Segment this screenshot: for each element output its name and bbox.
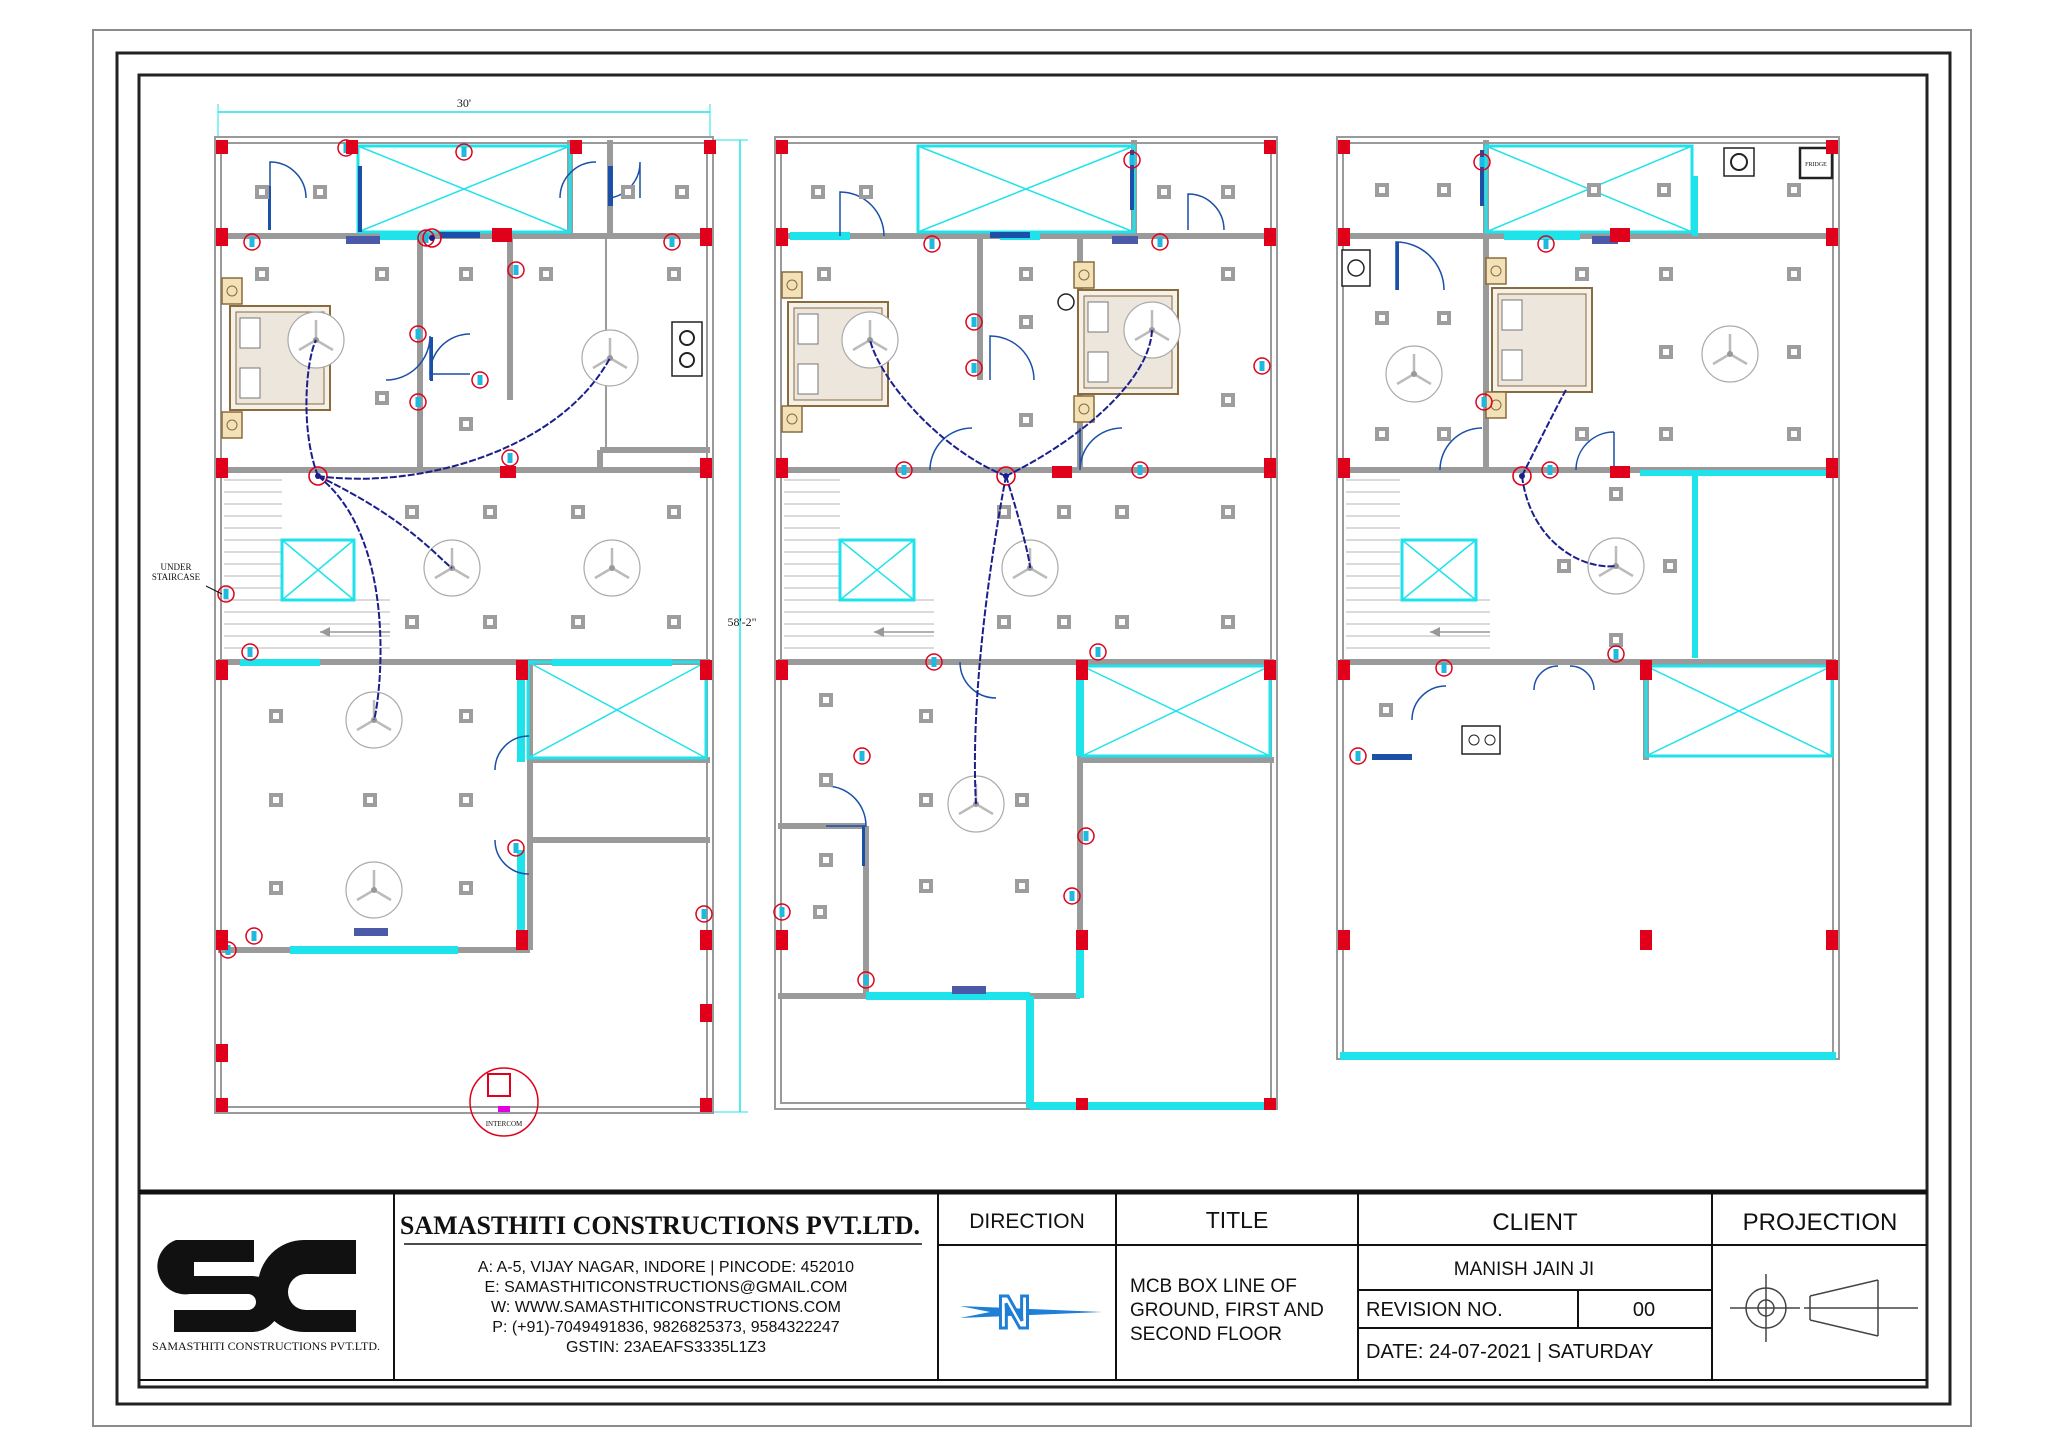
second-floor-plan: FRIDGE (1336, 136, 1840, 1060)
inner-border (137, 73, 1929, 1389)
intercom-marker (469, 1067, 539, 1137)
length-dimension-label: 58'-2" (727, 615, 756, 629)
intercom-label: INTERCOM (486, 1120, 523, 1128)
drawing-title-line-2: GROUND, FIRST AND (1130, 1300, 1324, 1321)
first-angle-projection-icon (1730, 1274, 1918, 1342)
outer-border (92, 29, 1972, 1427)
company-phone: P: (+91)-7049491836, 9826825373, 9584322… (492, 1319, 840, 1336)
first-floor-plan (773, 136, 1278, 1110)
company-gstin: GSTIN: 23AEAFS3335L1Z3 (566, 1339, 766, 1356)
company-logo: SAMASTHITI CONSTRUCTIONS PVT.LTD. (152, 1240, 380, 1353)
width-dimension-label: 30' (457, 96, 471, 110)
client-header: CLIENT (1492, 1209, 1578, 1236)
under-staircase-label-2: STAIRCASE (152, 572, 201, 582)
fridge-label: FRIDGE (1805, 162, 1827, 168)
north-letter: N (997, 1286, 1030, 1338)
client-name: MANISH JAIN JI (1454, 1259, 1594, 1280)
title-block: SAMASTHITI CONSTRUCTIONS PVT.LTD. SAMAST… (139, 1189, 1927, 1381)
ground-floor-plan: 30' 58'-2" (152, 96, 757, 1137)
drawing-title-line-1: MCB BOX LINE OF (1130, 1276, 1297, 1297)
drawing-date: DATE: 24-07-2021 | SATURDAY (1366, 1341, 1654, 1363)
direction-header: DIRECTION (969, 1210, 1085, 1233)
revision-label: REVISION NO. (1366, 1299, 1503, 1321)
north-arrow-icon: N (960, 1285, 1102, 1340)
company-email: E: SAMASTHITICONSTRUCTIONS@GMAIL.COM (485, 1279, 848, 1296)
title-header: TITLE (1206, 1207, 1269, 1233)
middle-border (115, 51, 1952, 1406)
company-website: W: WWW.SAMASTHITICONSTRUCTIONS.COM (491, 1299, 841, 1316)
company-name: SAMASTHITI CONSTRUCTIONS PVT.LTD. (400, 1211, 920, 1240)
logo-caption: SAMASTHITI CONSTRUCTIONS PVT.LTD. (152, 1339, 380, 1353)
company-address: A: A-5, VIJAY NAGAR, INDORE | PINCODE: 4… (478, 1259, 854, 1276)
revision-value: 00 (1633, 1299, 1655, 1321)
drawing-title-line-3: SECOND FLOOR (1130, 1324, 1282, 1345)
projection-header: PROJECTION (1743, 1209, 1898, 1236)
under-staircase-label-1: UNDER (161, 562, 192, 572)
